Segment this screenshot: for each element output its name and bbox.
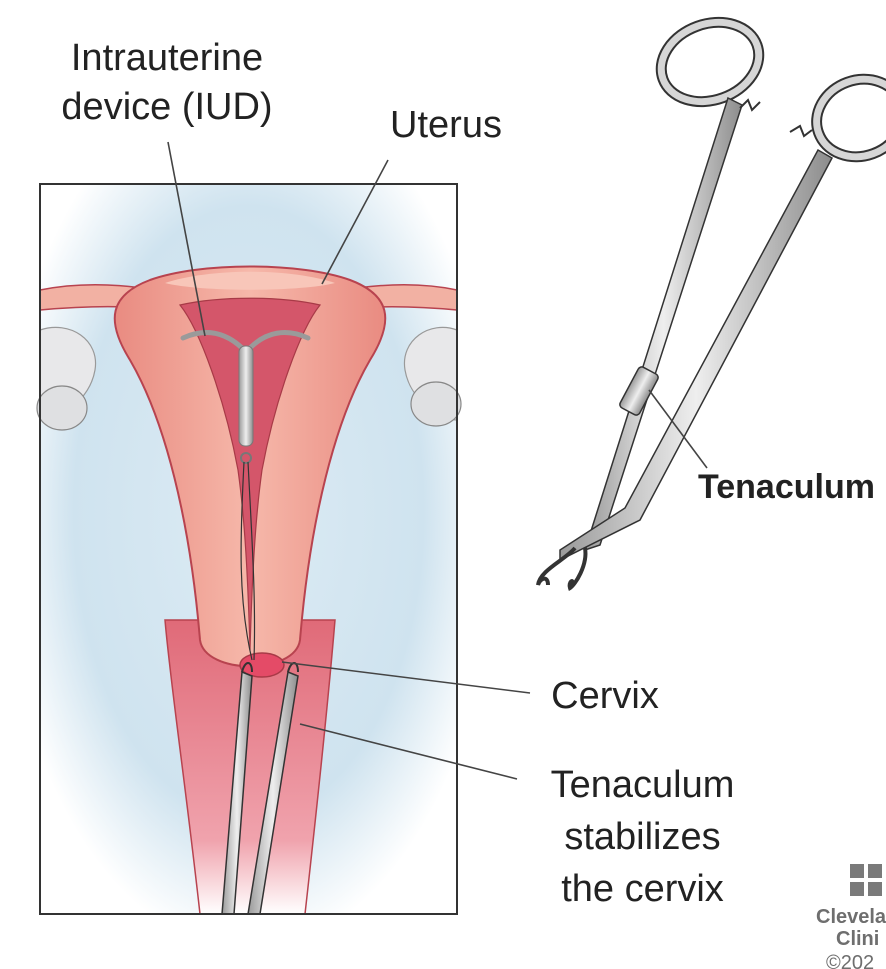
label-tenaculum-stabilizes-line3: the cervix [530,869,755,909]
logo-text-line1: Clevela [816,906,886,928]
label-cervix: Cervix [540,676,670,716]
cleveland-clinic-logo: Clevela Clini ©202 [812,860,886,969]
label-tenaculum-stabilizes-line2: stabilizes [530,817,755,857]
anatomy-panel [37,184,461,914]
label-uterus: Uterus [376,105,516,145]
label-iud-line1: Intrauterine [32,38,302,78]
logo-text-line2: Clini [836,928,879,950]
label-tenaculum-stabilizes-line1: Tenaculum [530,765,755,805]
cleveland-clinic-cross-logo-icon [848,862,886,902]
logo-text-line3: ©202 [826,952,874,969]
label-tenaculum-instrument: Tenaculum [698,467,886,507]
label-iud-line2: device (IUD) [32,87,302,127]
